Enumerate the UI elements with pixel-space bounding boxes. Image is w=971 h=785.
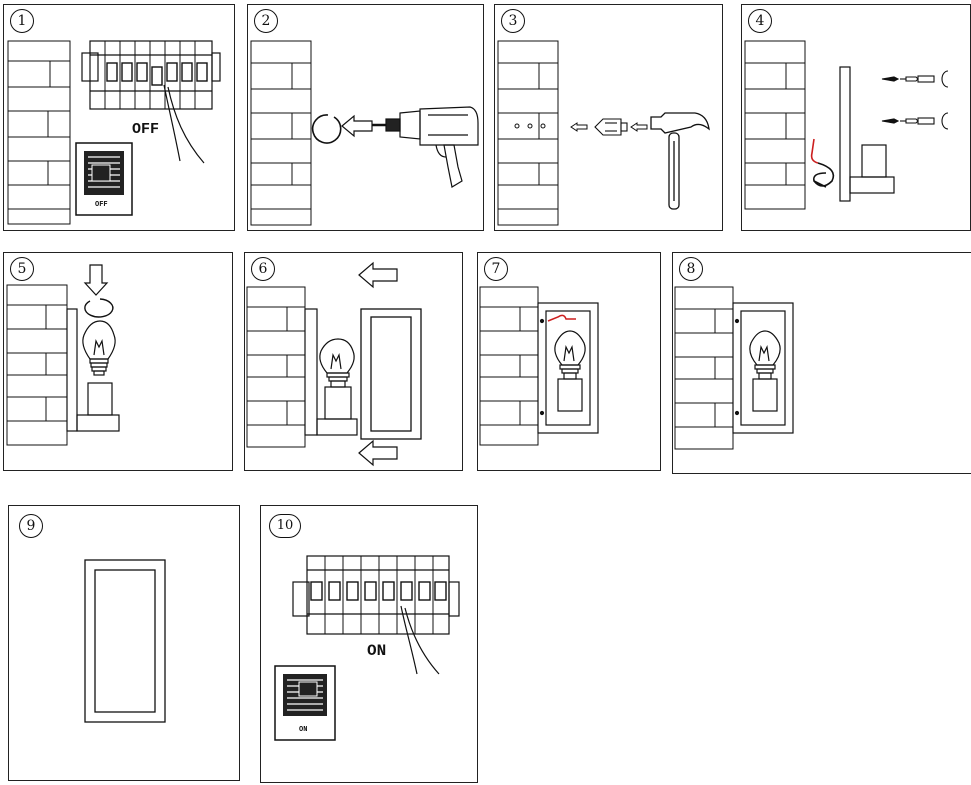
step-2-panel: 2: [247, 4, 484, 231]
light-bulb-icon: [749, 330, 781, 380]
lamp-housing-icon: [360, 308, 422, 440]
step-9-panel: 9: [8, 505, 240, 781]
arrow-left-icon: [630, 122, 648, 132]
brick-wall-icon: [479, 286, 539, 446]
brick-wall-icon: [674, 286, 734, 450]
step-number: 2: [254, 9, 278, 33]
step-number: 10: [269, 514, 301, 538]
arrow-left-icon: [570, 122, 588, 132]
step-2-illustration: [250, 40, 479, 226]
arrow-down-icon: [83, 264, 109, 296]
step-number: 5: [10, 257, 34, 281]
wall-plug-icon: [594, 118, 628, 136]
lamp-housing-icon: [839, 66, 895, 202]
lamp-housing-icon: [84, 559, 166, 723]
arrow-left-icon: [358, 439, 398, 467]
light-bulb-icon: [82, 320, 116, 376]
step-8-illustration: [674, 286, 794, 450]
lamp-housing-icon: [732, 302, 794, 434]
step-7-illustration: [479, 286, 599, 446]
hook-icon: [810, 138, 835, 188]
lamp-housing-icon: [304, 308, 358, 436]
brick-wall-icon: [7, 40, 71, 225]
step-8-panel: 8: [672, 252, 971, 474]
light-bulb-icon: [554, 330, 586, 380]
step-9-illustration: [84, 559, 166, 723]
step-number: 7: [484, 257, 508, 281]
mini-switch-label: ON: [299, 726, 308, 734]
arrow-left-icon: [358, 261, 398, 289]
step-6-illustration: [246, 261, 422, 467]
light-bulb-icon: [319, 338, 355, 388]
brick-wall-icon: [6, 284, 68, 446]
brick-wall-icon: [744, 40, 806, 210]
step-4-illustration: [744, 40, 949, 210]
step-6-panel: 6: [244, 252, 463, 471]
step-5-illustration: [6, 264, 120, 446]
step-number: 8: [679, 257, 703, 281]
step-5-panel: 5: [3, 252, 233, 471]
step-3-panel: 3: [494, 4, 723, 231]
step-3-illustration: [497, 40, 710, 226]
brick-wall-icon: [497, 40, 559, 226]
wall-switch-icon: [274, 665, 336, 741]
breaker-panel-icon: [292, 555, 460, 675]
lamp-housing-icon: [66, 308, 120, 432]
step-4-panel: 4: [741, 4, 971, 231]
brick-wall-icon: [246, 286, 306, 448]
brick-wall-icon: [250, 40, 312, 226]
step-number: 4: [748, 9, 772, 33]
breaker-panel-icon: [81, 40, 221, 164]
screw-icon: [881, 70, 949, 130]
ring-clip-icon: [311, 114, 342, 144]
step-7-panel: 7: [477, 252, 661, 471]
switch-state-label: ON: [367, 642, 387, 660]
step-number: 6: [251, 257, 275, 281]
mini-switch-label: OFF: [95, 201, 108, 209]
hammer-icon: [650, 112, 710, 210]
step-10-illustration: [274, 555, 460, 741]
ring-clip-icon: [84, 298, 114, 318]
lamp-housing-icon: [537, 302, 599, 434]
hook-icon: [547, 314, 576, 322]
step-1-panel: 1: [3, 4, 235, 231]
step-number: 9: [19, 514, 43, 538]
switch-state-label: OFF: [132, 121, 160, 138]
step-10-panel: 10: [260, 505, 478, 783]
arrow-left-icon: [341, 114, 373, 138]
power-drill-icon: [372, 106, 479, 188]
step-1-illustration: [7, 40, 221, 225]
step-number: 3: [501, 9, 525, 33]
step-number: 1: [10, 9, 34, 33]
wall-switch-icon: [75, 142, 133, 216]
